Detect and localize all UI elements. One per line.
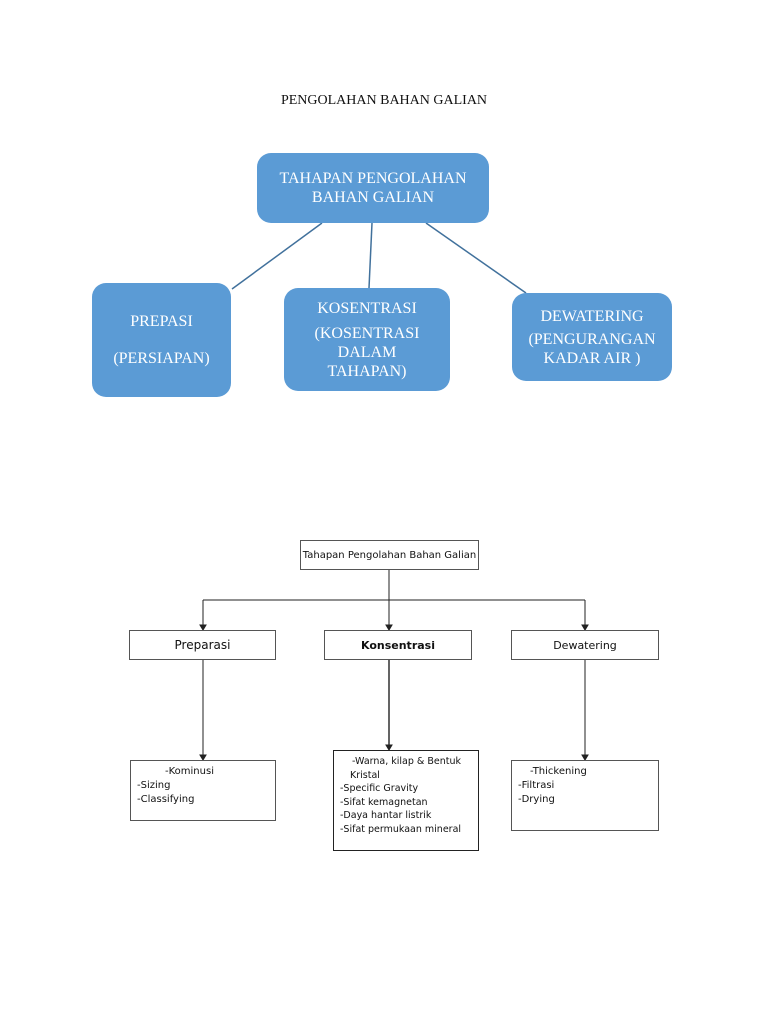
stage-box-preparasi: Preparasi <box>129 630 276 660</box>
node-dewatering-sub-2: KADAR AIR ) <box>543 349 641 367</box>
list-item: -Thickening <box>530 766 587 777</box>
list-item: -Drying <box>518 794 555 805</box>
node-kosentrasi-sub-2: DALAM <box>337 343 397 361</box>
stage-label-dewatering: Dewatering <box>553 638 617 652</box>
list-box-dewatering: -Thickening -Filtrasi -Drying <box>511 760 659 831</box>
node-dewatering: DEWATERING (PENGURANGAN KADAR AIR ) <box>512 293 672 381</box>
connector-root-prepasi <box>231 222 323 290</box>
page-title: PENGOLAHAN BAHAN GALIAN <box>280 93 488 108</box>
flow-root-label: Tahapan Pengolahan Bahan Galian <box>302 549 477 561</box>
stage-box-konsentrasi: Konsentrasi <box>324 630 472 660</box>
node-kosentrasi-title: KOSENTRASI <box>317 299 417 317</box>
node-dewatering-sub-1: (PENGURANGAN <box>528 330 656 348</box>
node-prepasi-sub: (PERSIAPAN) <box>113 350 210 367</box>
list-item: Kristal <box>350 769 380 781</box>
node-kosentrasi-sub-3: TAHAPAN) <box>327 362 407 380</box>
arrow-head-konsentrasi <box>385 624 393 631</box>
node-root: TAHAPAN PENGOLAHAN BAHAN GALIAN <box>257 153 489 223</box>
list-item: -Filtrasi <box>518 780 555 791</box>
list-item: -Sifat kemagnetan <box>340 796 428 808</box>
list-item: -Classifying <box>137 794 195 805</box>
stage-box-dewatering: Dewatering <box>511 630 659 660</box>
node-kosentrasi-sub-1: (KOSENTRASI <box>314 324 420 342</box>
arrow-head-preparasi-list <box>199 754 207 761</box>
list-item: -Warna, kilap & Bentuk <box>352 756 461 767</box>
arrow-head-dewatering <box>581 624 589 631</box>
list-item: -Daya hantar listrik <box>340 810 432 821</box>
node-root-line2: BAHAN GALIAN <box>311 189 435 206</box>
stage-label-konsentrasi: Konsentrasi <box>361 638 435 652</box>
list-box-preparasi: -Kominusi -Sizing -Classifying <box>130 760 276 821</box>
connector-root-dewatering <box>425 222 527 294</box>
node-kosentrasi: KOSENTRASI (KOSENTRASI DALAM TAHAPAN) <box>284 288 450 391</box>
list-item: -Sizing <box>137 780 171 791</box>
node-prepasi-title: PREPASI <box>130 313 193 330</box>
stage-label-preparasi: Preparasi <box>174 638 231 652</box>
list-item: -Kominusi <box>165 766 214 777</box>
flow-root-box: Tahapan Pengolahan Bahan Galian <box>300 540 479 570</box>
node-dewatering-title: DEWATERING <box>540 307 644 325</box>
list-item: -Sifat permukaan mineral <box>340 823 462 835</box>
node-root-line1: TAHAPAN PENGOLAHAN <box>279 170 467 187</box>
node-prepasi: PREPASI (PERSIAPAN) <box>92 283 231 397</box>
list-item: -Specific Gravity <box>340 783 419 794</box>
arrow-head-konsentrasi-list <box>385 744 393 751</box>
list-box-konsentrasi: -Warna, kilap & Bentuk Kristal -Specific… <box>333 750 479 851</box>
arrow-head-dewatering-list <box>581 754 589 761</box>
connector-root-kosentrasi <box>368 222 373 289</box>
arrow-head-preparasi <box>199 624 207 631</box>
